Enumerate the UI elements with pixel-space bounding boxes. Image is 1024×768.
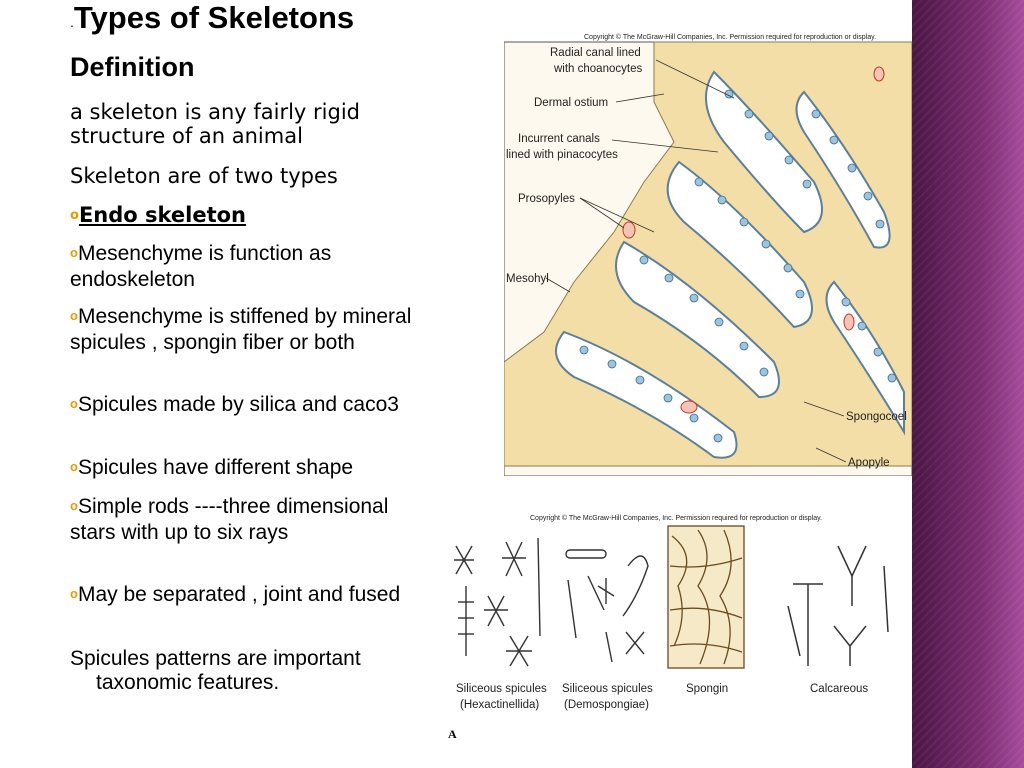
bullet-text: Mesenchyme is function as endoskeleton — [70, 242, 332, 291]
caption-demospongiae-2: (Demospongiae) — [564, 699, 649, 711]
caption-demospongiae: Siliceous spicules — [562, 683, 653, 695]
spicule-types-figure: Copyright © The McGraw-Hill Companies, I… — [448, 506, 912, 746]
figure-labels: Radial canal lined with choanocytes Derm… — [506, 47, 907, 469]
caption-hexactinellid: Siliceous spicules — [456, 683, 547, 695]
slide-title: .Types of Skeletons — [70, 0, 354, 40]
bullet-text: Simple rods ----three dimensional stars … — [70, 495, 389, 544]
label-apopyle: Apopyle — [848, 457, 890, 469]
bullet-icon: o — [70, 396, 78, 411]
demosponge-spicules — [565, 549, 649, 663]
bullet-item: oSpicules made by silica and caco3 — [70, 393, 432, 419]
bullet-text: Endo skeleton — [78, 203, 247, 227]
figure-copyright: Copyright © The McGraw-Hill Companies, I… — [530, 514, 822, 522]
radial-canals — [555, 70, 905, 459]
bullet-item: oSimple rods ----three dimensional stars… — [70, 495, 432, 545]
panel-letter: A — [448, 727, 457, 741]
bullet-icon: o — [70, 459, 78, 474]
caption-calcareous: Calcareous — [810, 683, 868, 695]
calcareous-spicules — [787, 545, 889, 666]
slide-subtitle: Definition — [70, 52, 195, 82]
bullet-icon: o — [70, 498, 78, 513]
label-spongocoel: Spongocoel — [846, 411, 907, 423]
paragraph-closing: Spicules patterns are important taxonomi… — [70, 647, 361, 694]
figure-captions: Siliceous spicules (Hexactinellida) Sili… — [448, 683, 868, 741]
bullet-item: oEndo skeleton — [70, 203, 432, 231]
sponge-canal-figure: Copyright © The McGraw-Hill Companies, I… — [504, 32, 912, 476]
bullet-icon: o — [70, 586, 78, 601]
amoebocyte-cells — [622, 66, 885, 414]
bullet-item: oMesenchyme is function as endoskeleton — [70, 242, 432, 292]
decorative-side-band — [912, 0, 1024, 768]
bullet-icon: o — [70, 308, 78, 323]
hexactinellid-spicules — [454, 537, 541, 667]
label-radial-canal-2: with choanocytes — [553, 63, 642, 75]
bullet-text: Mesenchyme is stiffened by mineral spicu… — [70, 305, 412, 354]
bullet-item: oSpicules have different shape — [70, 456, 432, 482]
bullet-item: oMay be separated , joint and fused — [70, 583, 432, 609]
label-mesohyl: Mesohyl — [506, 273, 549, 285]
paragraph-two-types: Skeleton are of two types — [70, 164, 338, 188]
bullet-text: Spicules have different shape — [77, 456, 354, 479]
label-leader-lines — [545, 59, 847, 463]
bullet-text: Spicules made by silica and caco3 — [77, 393, 399, 416]
choanocyte-cells — [579, 89, 897, 443]
bullet-text: May be separated , joint and fused — [77, 583, 401, 606]
label-incurrent-canals-2: lined with pinacocytes — [506, 149, 618, 161]
title-text: Types of Skeletons — [73, 0, 355, 35]
paragraph-definition: a skeleton is any fairly rigid structure… — [70, 100, 361, 148]
bullet-item: oMesenchyme is stiffened by mineral spic… — [70, 305, 432, 355]
label-incurrent-canals: Incurrent canals — [518, 133, 600, 145]
title-prefix: . — [70, 14, 74, 30]
figure-copyright: Copyright © The McGraw-Hill Companies, I… — [584, 33, 876, 41]
bullet-icon: o — [70, 208, 79, 223]
caption-spongin: Spongin — [686, 683, 728, 695]
label-radial-canal: Radial canal lined — [550, 47, 641, 59]
spongin-mesh — [667, 525, 745, 669]
caption-hexactinellid-2: (Hexactinellida) — [460, 699, 539, 711]
bullet-icon: o — [70, 245, 78, 260]
label-prosopyles: Prosopyles — [518, 193, 575, 205]
label-dermal-ostium: Dermal ostium — [534, 97, 608, 109]
